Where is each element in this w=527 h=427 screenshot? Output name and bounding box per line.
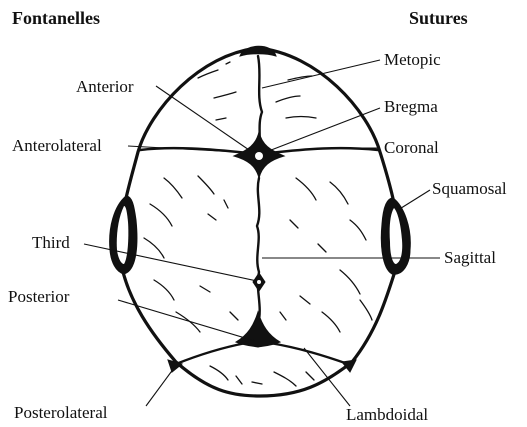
label-coronal: Coronal xyxy=(384,138,439,157)
bregma-dot xyxy=(255,152,263,160)
nasion-tip xyxy=(240,46,276,56)
third-fontanelle-center xyxy=(257,280,261,284)
label-squamosal: Squamosal xyxy=(432,179,507,198)
posterior-fontanelle xyxy=(236,312,280,347)
coronal-suture-left xyxy=(140,148,248,153)
label-bregma: Bregma xyxy=(384,97,438,116)
label-anterior: Anterior xyxy=(76,77,134,96)
fontanelles-header: Fontanelles xyxy=(12,8,100,28)
label-posterior: Posterior xyxy=(8,287,70,306)
sutures-header: Sutures xyxy=(409,8,468,28)
lambdoidal-suture-left xyxy=(176,343,246,364)
sagittal-suture xyxy=(257,178,260,325)
coronal-suture-right xyxy=(270,148,378,153)
label-lambdoidal: Lambdoidal xyxy=(346,405,428,424)
label-anterolateral: Anterolateral xyxy=(12,136,102,155)
label-posterolateral: Posterolateral xyxy=(14,403,108,422)
label-third: Third xyxy=(32,233,70,252)
label-metopic: Metopic xyxy=(384,50,441,69)
label-sagittal: Sagittal xyxy=(444,248,496,267)
